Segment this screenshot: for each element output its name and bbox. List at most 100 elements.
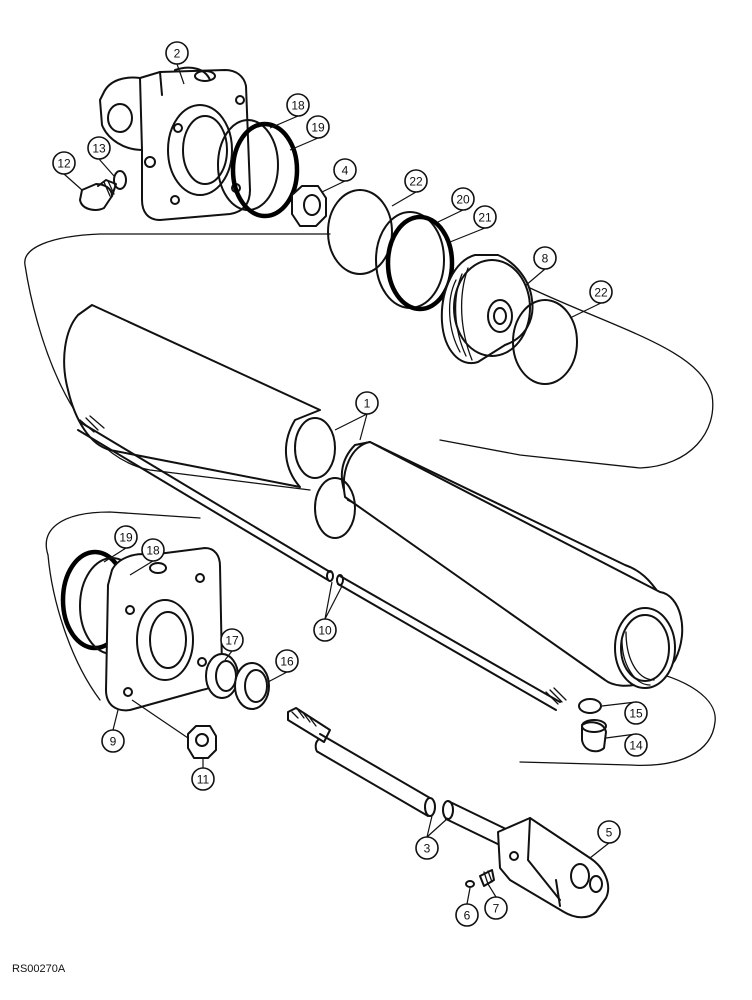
callout-number: 6 bbox=[464, 909, 471, 923]
part-5-rod-clevis bbox=[497, 817, 610, 919]
callout-circle bbox=[451, 187, 475, 211]
callout-circle bbox=[101, 729, 125, 753]
callout-circle bbox=[286, 93, 310, 117]
callout-number: 5 bbox=[606, 826, 613, 840]
callout-circle bbox=[415, 836, 439, 860]
callout-circle bbox=[404, 169, 428, 193]
part-22-wear-ring-upper bbox=[327, 189, 393, 275]
callout-number: 14 bbox=[629, 739, 643, 753]
callout-circle bbox=[473, 205, 497, 229]
callout-22: 22 bbox=[589, 280, 613, 304]
lower-group-boundary bbox=[45, 511, 716, 767]
callout-circle bbox=[484, 896, 508, 920]
callout-18: 18 bbox=[286, 93, 310, 117]
callout-number: 17 bbox=[225, 634, 239, 648]
callout-number: 19 bbox=[311, 121, 325, 135]
part-22-wear-ring-lower bbox=[512, 299, 578, 385]
callout-9: 9 bbox=[101, 729, 125, 753]
callout-number: 19 bbox=[119, 531, 133, 545]
callout-22: 22 bbox=[404, 169, 428, 193]
part-7-grease-fitting bbox=[479, 869, 495, 887]
callout-number: 12 bbox=[57, 157, 71, 171]
callout-6: 6 bbox=[455, 903, 479, 927]
callout-number: 11 bbox=[197, 773, 210, 787]
callout-circle bbox=[114, 525, 138, 549]
part-2-head-end-cap bbox=[99, 66, 251, 221]
part-12-plug bbox=[79, 179, 117, 211]
upper-group-boundary bbox=[24, 233, 714, 491]
part-10-tie-rod bbox=[77, 415, 567, 711]
callout-5: 5 bbox=[597, 820, 621, 844]
part-14-plug bbox=[581, 719, 607, 753]
callout-8: 8 bbox=[533, 246, 557, 270]
part-21-seal bbox=[385, 214, 455, 312]
callout-number: 18 bbox=[291, 99, 305, 113]
callout-16: 16 bbox=[275, 649, 299, 673]
callout-circle bbox=[313, 618, 337, 642]
callout-number: 15 bbox=[629, 707, 643, 721]
callout-1: 1 bbox=[355, 391, 379, 415]
callout-7: 7 bbox=[484, 896, 508, 920]
callout-circle bbox=[52, 151, 76, 175]
callout-circle bbox=[141, 538, 165, 562]
part-17-bushing bbox=[205, 653, 239, 699]
part-11-nut bbox=[187, 725, 217, 759]
callout-number: 9 bbox=[110, 735, 117, 749]
part-19-seal-upper bbox=[230, 121, 300, 219]
callout-13: 13 bbox=[87, 136, 111, 160]
callout-circle bbox=[624, 701, 648, 725]
part-6-cap bbox=[465, 880, 475, 888]
callout-17: 17 bbox=[220, 628, 244, 652]
callout-circle bbox=[624, 733, 648, 757]
callout-number: 4 bbox=[342, 164, 349, 178]
callout-number: 2 bbox=[174, 47, 181, 61]
callout-number: 18 bbox=[146, 544, 160, 558]
part-16-wiper bbox=[234, 662, 270, 710]
callout-circle bbox=[533, 246, 557, 270]
callout-circle bbox=[275, 649, 299, 673]
callout-19: 19 bbox=[114, 525, 138, 549]
callout-12: 12 bbox=[52, 151, 76, 175]
callout-21: 21 bbox=[473, 205, 497, 229]
part-13-o-ring bbox=[113, 170, 127, 190]
callout-circle bbox=[87, 136, 111, 160]
callout-number: 10 bbox=[318, 624, 332, 638]
part-8-piston bbox=[440, 254, 534, 365]
callout-circle bbox=[165, 41, 189, 65]
callout-number: 20 bbox=[456, 193, 470, 207]
callout-3: 3 bbox=[415, 836, 439, 860]
part-15-o-ring bbox=[578, 698, 602, 714]
callout-circle bbox=[306, 115, 330, 139]
callout-number: 21 bbox=[478, 211, 492, 225]
callout-circle bbox=[597, 820, 621, 844]
callout-number: 7 bbox=[493, 902, 500, 916]
callout-number: 22 bbox=[594, 286, 608, 300]
callout-11: 11 bbox=[191, 767, 215, 791]
callout-number: 16 bbox=[280, 655, 294, 669]
callout-14: 14 bbox=[624, 733, 648, 757]
callout-circle bbox=[455, 903, 479, 927]
callout-circle bbox=[191, 767, 215, 791]
callout-circle bbox=[220, 628, 244, 652]
callout-15: 15 bbox=[624, 701, 648, 725]
part-9-rod-end-cap bbox=[60, 547, 223, 712]
callout-19: 19 bbox=[306, 115, 330, 139]
callout-number: 8 bbox=[542, 252, 549, 266]
callout-number: 22 bbox=[409, 175, 423, 189]
callout-circle bbox=[333, 158, 357, 182]
callout-number: 13 bbox=[92, 142, 106, 156]
part-1-barrel bbox=[63, 304, 684, 689]
callout-18: 18 bbox=[141, 538, 165, 562]
figure-reference: RS00270A bbox=[12, 963, 66, 975]
callout-number: 3 bbox=[424, 842, 431, 856]
callout-20: 20 bbox=[451, 187, 475, 211]
part-4-nut bbox=[291, 185, 327, 227]
callout-2: 2 bbox=[165, 41, 189, 65]
callout-circle bbox=[589, 280, 613, 304]
callout-number: 1 bbox=[364, 397, 371, 411]
part-3-piston-rod bbox=[287, 707, 509, 849]
callout-circle bbox=[355, 391, 379, 415]
callout-4: 4 bbox=[333, 158, 357, 182]
